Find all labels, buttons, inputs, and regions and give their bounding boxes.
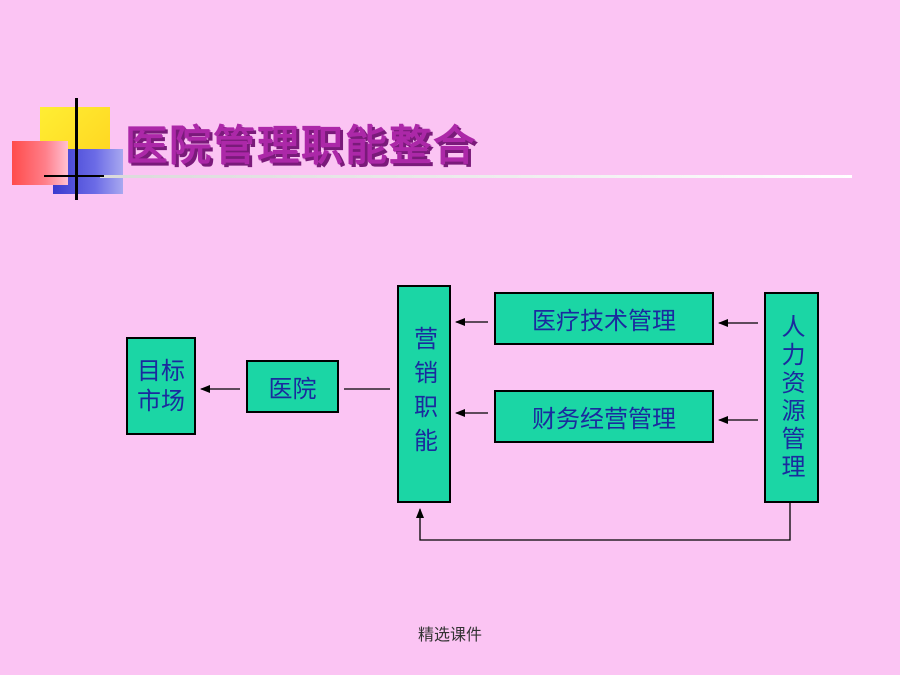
node-hospital: 医院 — [246, 360, 339, 413]
node-marketing-function: 营销职能 — [397, 285, 451, 503]
node-medical-tech-management: 医疗技术管理 — [494, 292, 714, 345]
footer-caption: 精选课件 — [417, 625, 482, 644]
red-square-decoration — [12, 141, 68, 185]
arrow-hr-loop-to-marketing — [416, 503, 791, 541]
title-underline — [100, 175, 852, 178]
node-hr-management: 人力资源管理 — [764, 292, 819, 503]
node-target-market: 目标市场 — [126, 337, 196, 435]
horizontal-line-decoration — [44, 175, 104, 177]
vertical-line-decoration — [75, 98, 78, 200]
node-finance-management: 财务经营管理 — [494, 390, 714, 443]
slide-title: 医院管理职能整合 — [125, 121, 478, 170]
